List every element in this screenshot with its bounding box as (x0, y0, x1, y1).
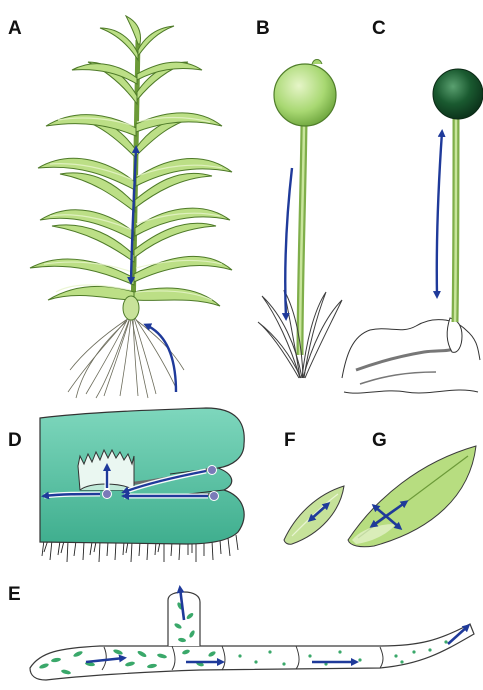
capsule-mature (433, 69, 483, 119)
capsule-green (274, 64, 336, 126)
panel-a: A (8, 16, 232, 398)
panel-f: F (284, 430, 344, 544)
panel-label-d: D (8, 430, 22, 451)
double-arrow-seta-c (437, 132, 442, 296)
arrow-seta-down (285, 168, 292, 318)
node-dot-upper (208, 466, 217, 475)
stem-base (123, 296, 139, 320)
panel-label-a: A (8, 18, 22, 39)
panel-label-f: F (284, 430, 296, 451)
panel-label-b: B (256, 18, 270, 39)
node-dot-lower (210, 492, 219, 501)
node-dot-cup (103, 490, 112, 499)
panel-label-c: C (372, 18, 386, 39)
operculum-tip (312, 60, 322, 65)
panel-label-e: E (8, 584, 21, 605)
substrate-dark-streak (356, 348, 456, 370)
panel-c: C (342, 18, 483, 393)
seta-foot (447, 318, 462, 352)
panel-b: B (256, 18, 342, 378)
thallus-body (40, 408, 244, 544)
protonema-filament (30, 624, 474, 680)
panel-label-g: G (372, 430, 387, 451)
panel-g: G (348, 430, 476, 547)
panel-e: E (8, 584, 474, 680)
rhizoid-cluster (68, 318, 184, 398)
panel-d: D (8, 408, 244, 562)
